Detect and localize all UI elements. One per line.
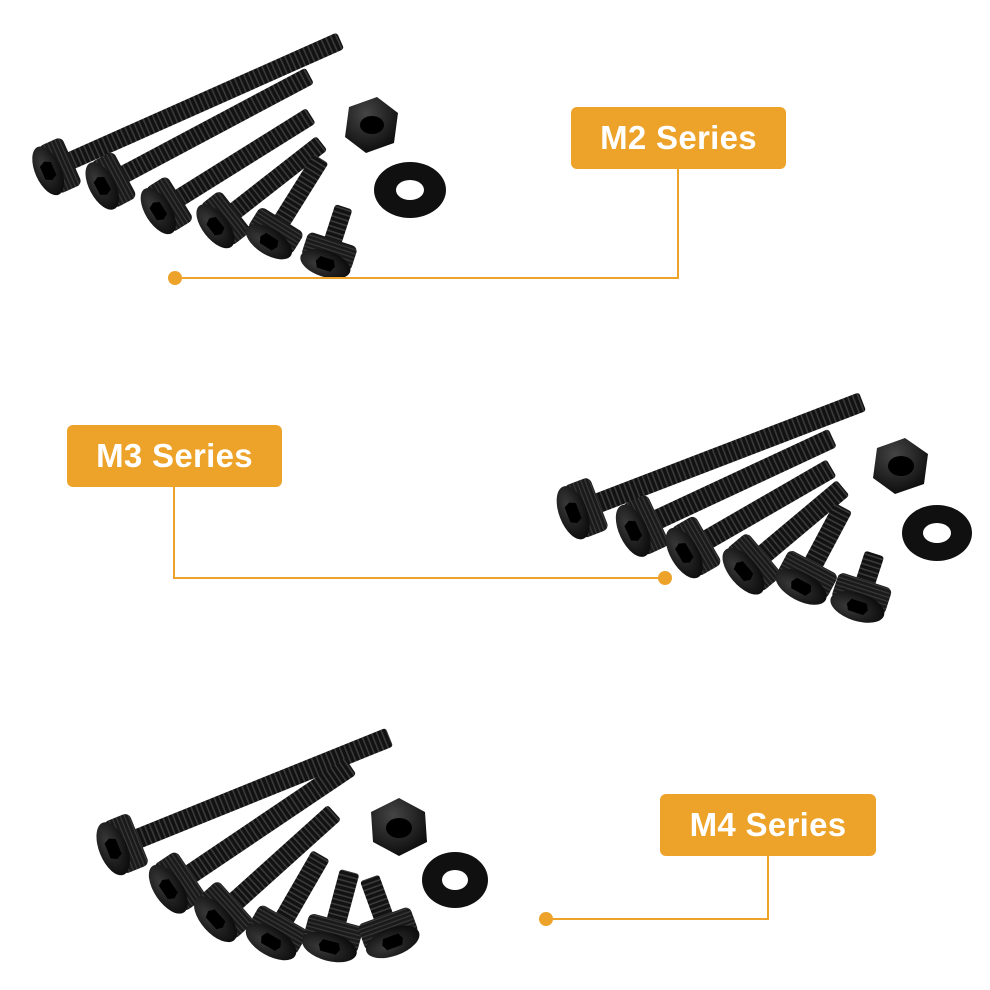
m4-bolt-5 <box>302 869 363 963</box>
m2-hex-nut <box>345 97 398 153</box>
m3-bolt-2 <box>615 429 836 557</box>
m3-bolt-5 <box>775 503 852 605</box>
m4-bolt-2 <box>148 758 356 914</box>
m2-bolt-3 <box>140 109 315 235</box>
m4-bolt-3 <box>194 806 340 943</box>
m2-bolt-5 <box>245 154 328 260</box>
m3-hex-nut <box>873 438 928 494</box>
m3-bolt-3 <box>665 460 836 579</box>
m4-hex-nut <box>371 798 427 856</box>
m2-bolt-1 <box>32 33 344 196</box>
m3-bolt-1 <box>556 393 866 540</box>
m4-bolt-6 <box>358 875 420 959</box>
m4-series-label: M4 Series <box>660 794 876 856</box>
m3-series-label: M3 Series <box>67 425 282 487</box>
m2-bolt-2 <box>85 68 313 210</box>
m4-callout-line <box>539 856 769 926</box>
m2-bolt-6 <box>300 204 357 279</box>
m2-bolt-4 <box>196 137 327 249</box>
m3-bolt-6 <box>830 551 892 623</box>
m4-hardware-group <box>96 728 488 963</box>
m3-bolt-4 <box>722 481 849 595</box>
m4-washer <box>422 852 488 908</box>
m2-callout-line <box>168 169 679 285</box>
m3-washer <box>902 505 972 561</box>
m2-washer <box>374 162 446 218</box>
m3-callout-line <box>173 487 672 585</box>
m2-series-label: M2 Series <box>571 107 786 169</box>
m4-bolt-1 <box>96 728 393 876</box>
m3-hardware-group <box>556 393 972 623</box>
m2-hardware-group <box>32 33 446 279</box>
m4-bolt-4 <box>245 851 329 961</box>
